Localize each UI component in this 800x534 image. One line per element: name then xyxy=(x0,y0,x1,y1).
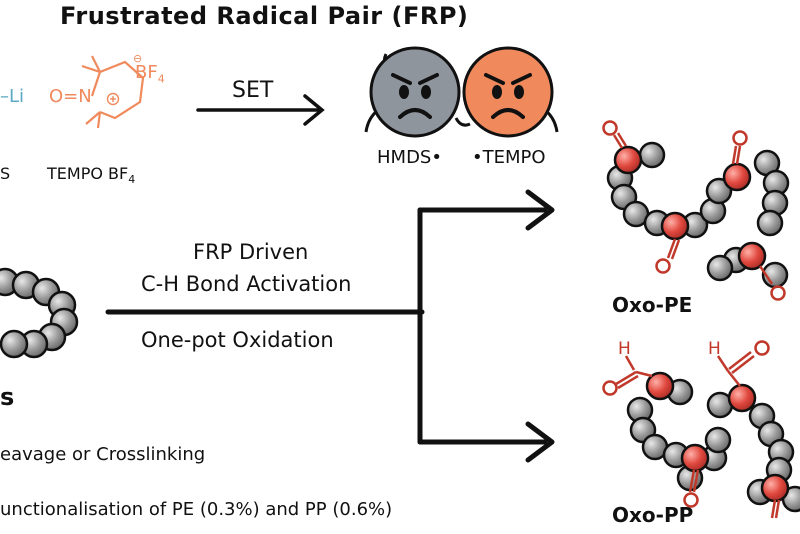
left-heading-fragment: s xyxy=(0,383,15,411)
hmds-label-fragment: S xyxy=(0,164,11,183)
oxo-pe-chain xyxy=(602,120,790,301)
left-bullet-2: unctionalisation of PE (0.3%) and PP (0.… xyxy=(0,499,393,520)
bf4-anion: BF4 xyxy=(135,62,165,86)
process-line-2: C-H Bond Activation xyxy=(141,272,352,296)
oxo-pp-chain: H H xyxy=(602,339,800,519)
set-label: SET xyxy=(232,78,274,103)
tempo-bf4-label: TEMPO BF4 xyxy=(47,164,136,187)
tempo-nitroxide-group: O=N xyxy=(49,86,92,107)
left-bullet-1: eavage or Crosslinking xyxy=(0,444,206,465)
hmds-radical-label: HMDS• xyxy=(377,147,442,168)
negative-charge-icon: ⊖ xyxy=(133,52,143,65)
tempo-radical-face xyxy=(454,46,559,138)
svg-text:H: H xyxy=(618,339,631,359)
oxo-pe-label: Oxo-PE xyxy=(612,293,693,317)
process-line-1: FRP Driven xyxy=(193,240,309,264)
tempo-ring xyxy=(81,55,145,129)
set-arrow xyxy=(196,94,325,126)
starting-polymer xyxy=(0,267,79,359)
process-line-3: One-pot Oxidation xyxy=(141,328,334,352)
reaction-arrows xyxy=(105,189,555,463)
tempo-radical-label: •TEMPO xyxy=(472,147,546,168)
scheme-title: Frustrated Radical Pair (FRP) xyxy=(60,2,469,30)
svg-text:H: H xyxy=(708,339,721,359)
oxo-pp-label: Oxo-PP xyxy=(612,503,694,527)
li-fragment: –Li xyxy=(0,86,25,107)
hmds-radical-face xyxy=(364,46,461,138)
